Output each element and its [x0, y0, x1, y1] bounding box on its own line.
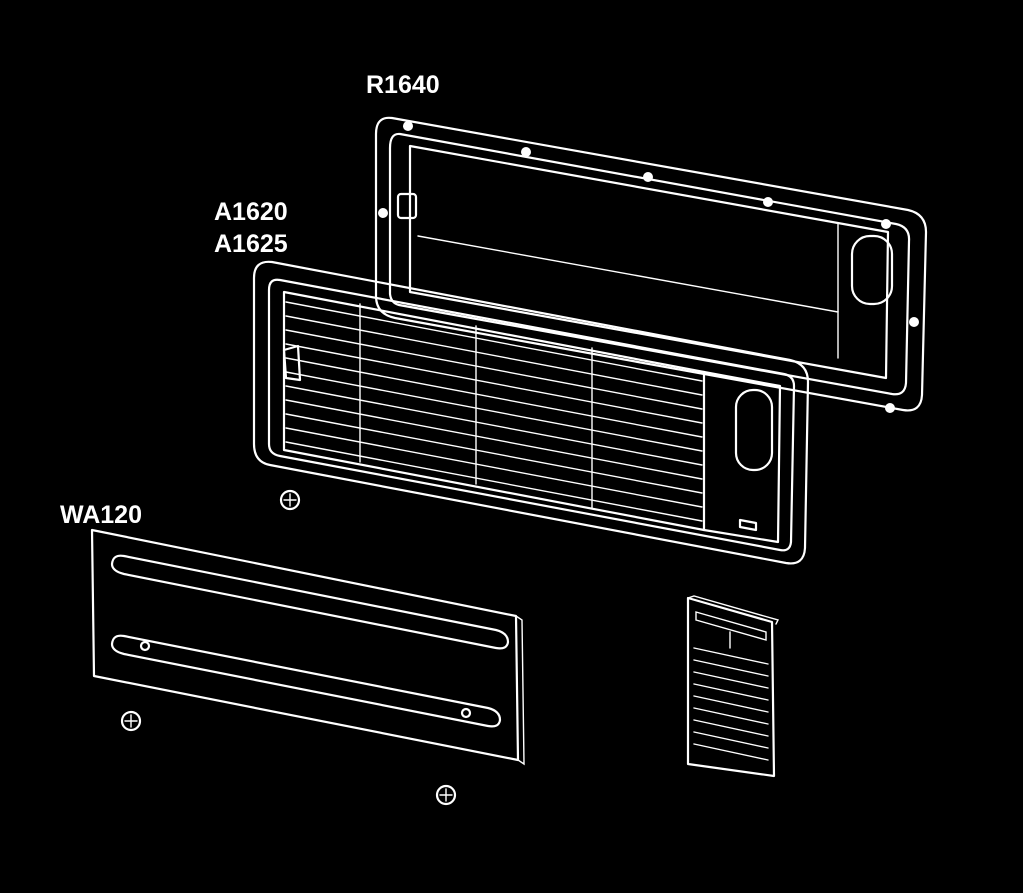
cover-slot-bottom: [110, 634, 502, 728]
label-r1640: R1640: [366, 71, 440, 99]
frame-cutout: [850, 234, 894, 306]
label-a1625: A1625: [214, 230, 288, 258]
frame-clip: [396, 192, 418, 220]
side-grille: [686, 595, 780, 778]
screw-2: [120, 710, 142, 732]
side-grille-louvers: [693, 647, 769, 761]
cover-slot-top: [110, 554, 510, 650]
screw-3: [435, 784, 457, 806]
mounting-frame-r1640: [374, 116, 928, 413]
label-wa120: WA120: [60, 501, 142, 529]
grille-cutout: [734, 388, 774, 472]
grille-louvers: [285, 301, 703, 522]
grille-latch: [282, 344, 302, 382]
screw-1: [279, 489, 301, 511]
winter-cover-wa120: [90, 528, 525, 766]
frame-screw-holes: [378, 121, 919, 413]
ventilation-grille-a1620: [252, 260, 810, 565]
label-a1620: A1620: [214, 198, 288, 226]
